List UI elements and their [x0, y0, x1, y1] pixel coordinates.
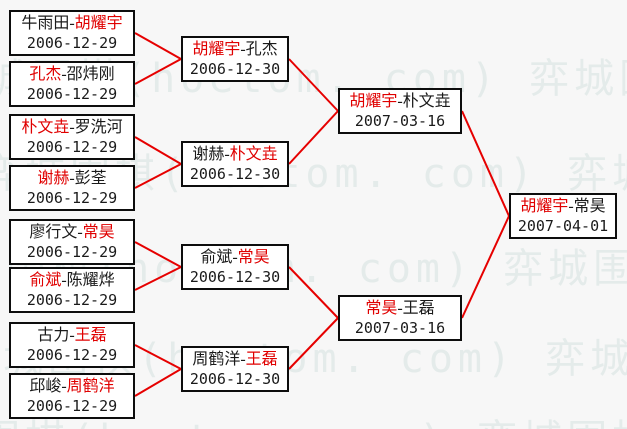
connector-line — [288, 317, 339, 370]
winner-name: 胡耀宇 — [74, 15, 123, 32]
match-date: 2006-12-30 — [189, 60, 281, 78]
connector-line — [134, 32, 182, 60]
match-players: 谢赫-彭荃 — [11, 167, 133, 189]
connector-line — [288, 58, 339, 112]
connector-line — [134, 163, 182, 189]
match-players: 胡耀宇-常昊 — [511, 195, 615, 217]
match-box-r2-1: 胡耀宇-孔杰 2006-12-30 — [181, 36, 289, 82]
match-box-r2-2: 谢赫-朴文垚 2006-12-30 — [181, 141, 289, 187]
player-name: -孔杰 — [240, 41, 278, 58]
match-players: 廖行文-常昊 — [11, 221, 133, 243]
match-box-r1-2: 孔杰-邵炜刚 2006-12-29 — [9, 61, 135, 107]
match-players: 周鹤洋-王磊 — [183, 348, 287, 370]
match-box-r2-3: 俞斌-常昊 2006-12-30 — [181, 244, 289, 290]
match-date: 2006-12-30 — [189, 268, 281, 286]
match-players: 俞斌-陈耀烨 — [11, 269, 133, 291]
player-name: 俞斌- — [200, 249, 238, 266]
match-date: 2006-12-29 — [26, 138, 118, 156]
watermark-text: 弈城围棋(hoetom. com) 弈城围棋(hoetom. com) 弈城围棋… — [0, 407, 627, 429]
connector-line — [461, 110, 510, 217]
player-name: -常昊 — [568, 198, 606, 215]
player-name: 谢赫- — [192, 146, 230, 163]
match-players: 牛雨田-胡耀宇 — [11, 12, 133, 34]
winner-name: 常昊 — [82, 224, 115, 241]
match-players: 古力-王磊 — [11, 324, 133, 346]
match-date: 2006-12-29 — [26, 243, 118, 261]
match-box-r1-1: 牛雨田-胡耀宇 2006-12-29 — [9, 10, 135, 56]
connector-line — [134, 344, 182, 370]
player-name: 牛雨田- — [21, 15, 75, 32]
match-box-r1-6: 俞斌-陈耀烨 2006-12-29 — [9, 267, 135, 313]
match-box-r1-7: 古力-王磊 2006-12-29 — [9, 322, 135, 368]
connector-line — [461, 215, 510, 319]
player-name: -陈耀烨 — [61, 272, 115, 289]
winner-name: 俞斌 — [29, 272, 62, 289]
match-date: 2007-03-16 — [354, 319, 446, 337]
player-name: 邱峻- — [29, 378, 67, 395]
match-date: 2006-12-29 — [26, 34, 118, 52]
match-box-sf-1: 胡耀宇-朴文垚 2007-03-16 — [338, 88, 462, 134]
winner-name: 常昊 — [237, 249, 270, 266]
player-name: 古力- — [37, 327, 75, 344]
match-date: 2006-12-29 — [26, 85, 118, 103]
winner-name: 常昊 — [365, 300, 398, 317]
match-players: 胡耀宇-孔杰 — [183, 38, 287, 60]
connector-line — [288, 266, 339, 319]
winner-name: 周鹤洋 — [66, 378, 115, 395]
player-name: 周鹤洋- — [192, 351, 246, 368]
player-name: -王磊 — [397, 300, 435, 317]
connector-line — [134, 241, 182, 268]
winner-name: 王磊 — [245, 351, 278, 368]
player-name: -罗洗河 — [69, 119, 123, 136]
match-players: 孔杰-邵炜刚 — [11, 63, 133, 85]
match-players: 谢赫-朴文垚 — [183, 143, 287, 165]
match-box-r1-5: 廖行文-常昊 2006-12-29 — [9, 219, 135, 265]
player-name: -彭荃 — [69, 170, 107, 187]
match-date: 2006-12-29 — [26, 397, 118, 415]
match-box-r1-4: 谢赫-彭荃 2006-12-29 — [9, 165, 135, 211]
match-box-sf-2: 常昊-王磊 2007-03-16 — [338, 295, 462, 341]
match-date: 2006-12-29 — [26, 291, 118, 309]
player-name: -邵炜刚 — [61, 66, 115, 83]
match-date: 2006-12-29 — [26, 346, 118, 364]
match-box-r1-3: 朴文垚-罗洗河 2006-12-29 — [9, 114, 135, 160]
match-players: 俞斌-常昊 — [183, 246, 287, 268]
connector-line — [134, 266, 182, 291]
winner-name: 孔杰 — [29, 66, 62, 83]
match-box-r1-8: 邱峻-周鹤洋 2006-12-29 — [9, 373, 135, 419]
winner-name: 朴文垚 — [229, 146, 278, 163]
winner-name: 王磊 — [74, 327, 107, 344]
match-players: 邱峻-周鹤洋 — [11, 375, 133, 397]
match-box-final: 胡耀宇-常昊 2007-04-01 — [509, 193, 617, 239]
winner-name: 胡耀宇 — [192, 41, 241, 58]
match-players: 朴文垚-罗洗河 — [11, 116, 133, 138]
winner-name: 胡耀宇 — [349, 93, 398, 110]
match-players: 胡耀宇-朴文垚 — [340, 90, 460, 112]
match-date: 2007-04-01 — [517, 217, 609, 235]
match-date: 2006-12-29 — [26, 189, 118, 207]
match-date: 2007-03-16 — [354, 112, 446, 130]
winner-name: 胡耀宇 — [520, 198, 569, 215]
match-players: 常昊-王磊 — [340, 297, 460, 319]
player-name: 廖行文- — [29, 224, 83, 241]
connector-line — [288, 110, 339, 165]
match-date: 2006-12-30 — [189, 370, 281, 388]
player-name: -朴文垚 — [397, 93, 451, 110]
winner-name: 朴文垚 — [21, 119, 70, 136]
match-box-r2-4: 周鹤洋-王磊 2006-12-30 — [181, 346, 289, 392]
connector-line — [134, 136, 182, 165]
winner-name: 谢赫 — [37, 170, 70, 187]
connector-line — [134, 368, 182, 397]
match-date: 2006-12-30 — [189, 165, 281, 183]
connector-line — [134, 58, 182, 85]
